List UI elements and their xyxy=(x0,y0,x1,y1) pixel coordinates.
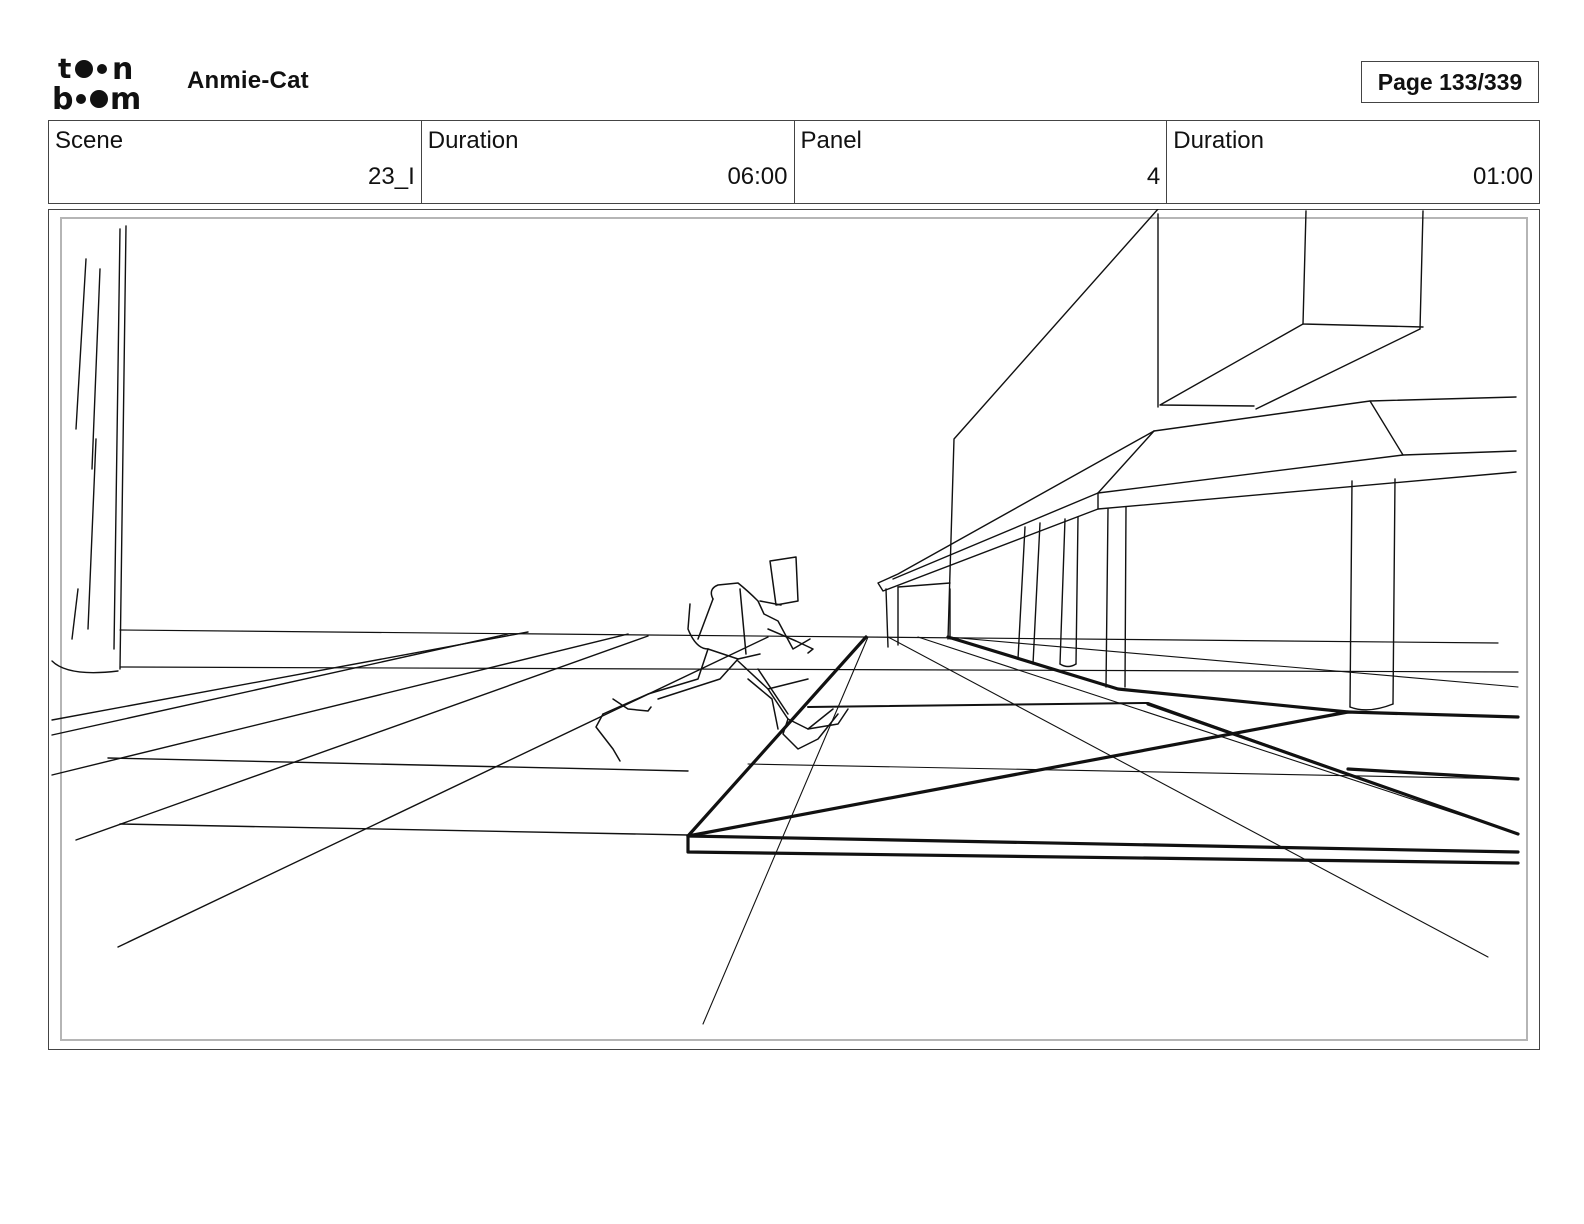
svg-text:n: n xyxy=(112,52,133,87)
scene-duration-label: Duration xyxy=(427,127,519,154)
scene-duration-cell: Duration 06:00 xyxy=(420,121,794,203)
panel-duration-cell: Duration 01:00 xyxy=(1166,121,1539,203)
svg-text:m: m xyxy=(110,82,141,112)
panel-frame xyxy=(48,209,1540,1050)
svg-text:t: t xyxy=(58,52,71,85)
panel-duration-label: Duration xyxy=(1173,127,1264,154)
panel-cell: Panel 4 xyxy=(793,121,1167,203)
scene-value: 23_I xyxy=(368,163,415,190)
panel-info-table: Scene 23_I Duration 06:00 Panel 4 Durati… xyxy=(48,120,1540,204)
scene-duration-value: 06:00 xyxy=(727,163,788,190)
scene-cell: Scene 23_I xyxy=(49,121,421,203)
svg-text:b: b xyxy=(52,82,73,112)
storyboard-sketch-icon xyxy=(51,209,1520,1025)
panel-label: Panel xyxy=(800,127,862,154)
scene-label: Scene xyxy=(55,127,124,154)
project-title: Anmie-Cat xyxy=(187,67,309,94)
toonboom-logo-icon: t n b m xyxy=(52,52,141,112)
panel-duration-value: 01:00 xyxy=(1472,163,1533,190)
panel-safe-area xyxy=(60,217,1528,1041)
page-indicator: Page 133/339 xyxy=(1361,61,1539,103)
panel-value: 4 xyxy=(1146,163,1161,190)
